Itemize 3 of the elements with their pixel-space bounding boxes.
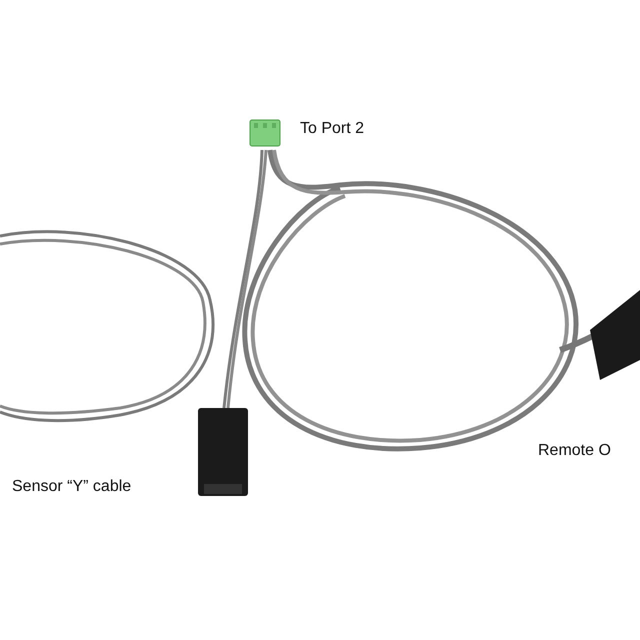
part-label: To Port 2 <box>300 120 364 138</box>
part-label: Remote O <box>538 442 611 460</box>
part-label: Sensor “Y” cable <box>12 478 132 496</box>
